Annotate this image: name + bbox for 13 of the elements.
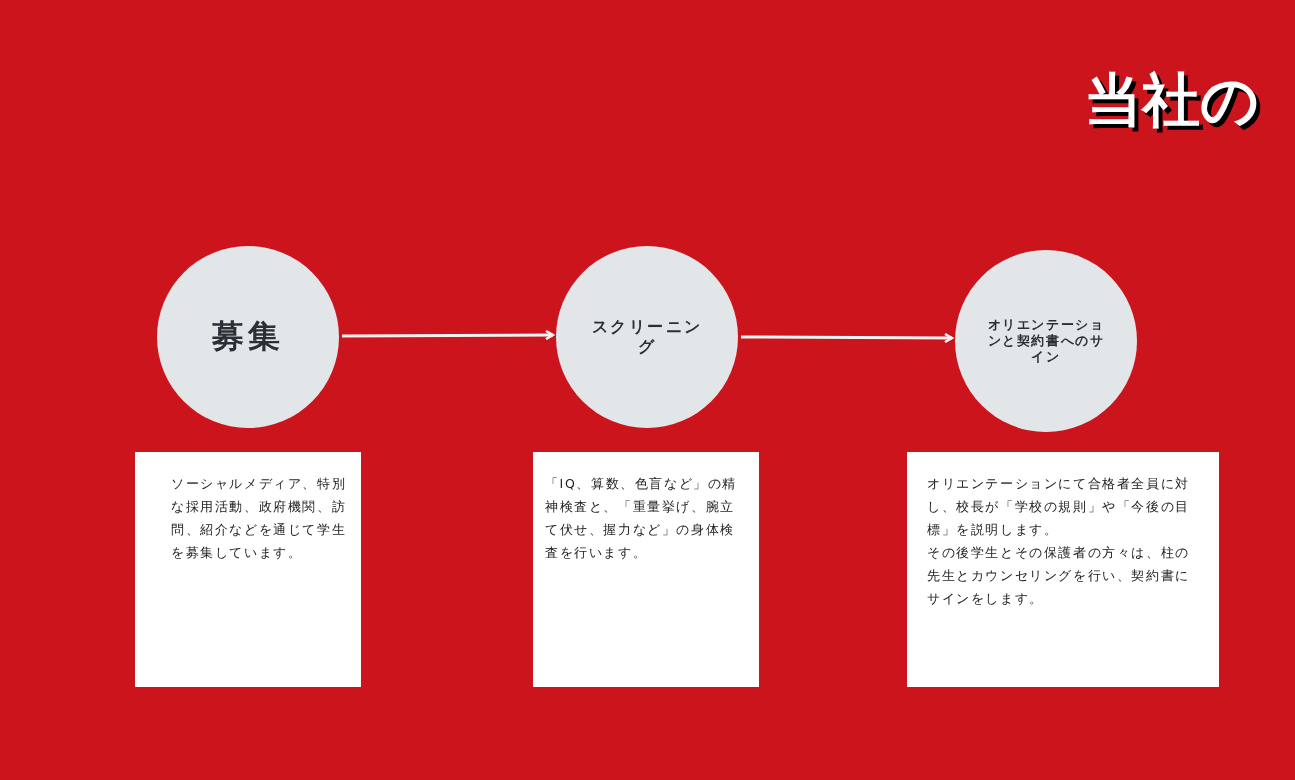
description-text: オリエンテーションにて合格者全員に対し、校長が「学校の規則」や「今後の目標」を説明します。	[927, 475, 1191, 539]
description-text: ソーシャルメディア、特別な採用活動、政府機関、訪問、紹介などを通じて学生を募集しています。	[171, 475, 348, 562]
arrow	[342, 329, 555, 341]
description-text: 「IQ、算数、色盲など」の精神検査と、「重量挙げ、腕立て伏せ、握力など」の身体検査を行います。	[545, 475, 738, 562]
circle-label: オリエンテーションと契約書へのサイン	[987, 316, 1105, 366]
circle-label: 募集	[212, 316, 284, 358]
description-box	[533, 452, 759, 687]
circle-label: スクリーニング	[590, 316, 704, 358]
description-box	[907, 452, 1219, 687]
arrow	[741, 332, 954, 344]
description-box	[135, 452, 361, 687]
title: 当社の	[1084, 65, 1259, 136]
description-text: その後学生とその保護者の方々は、柱の先生とカウンセリングを行い、契約書にサインをします。	[927, 544, 1191, 608]
